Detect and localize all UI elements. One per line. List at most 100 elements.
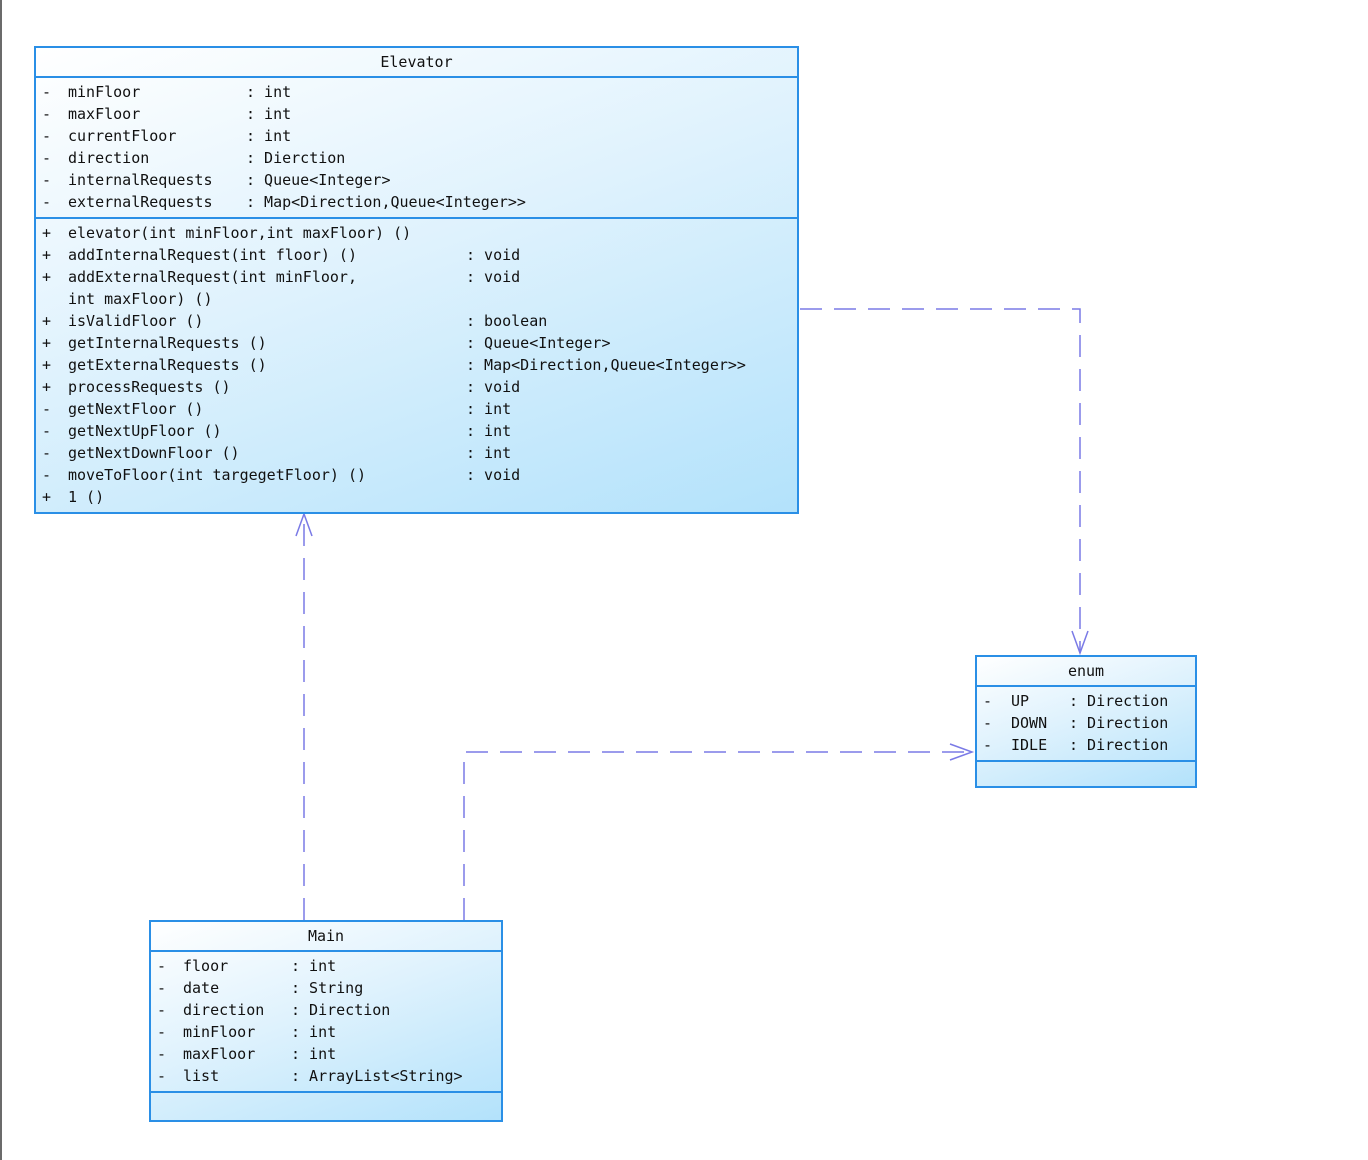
visibility-marker: - [42,105,52,123]
member-type: : ArrayList<String> [291,1067,463,1085]
visibility-marker: - [983,736,993,754]
member-type: : Queue<Integer> [466,334,611,352]
visibility-marker: - [42,466,52,484]
visibility-marker: - [42,422,52,440]
member-type: : int [246,127,292,145]
window-frame-edge [0,0,2,1160]
class-box-enum[interactable]: enum -UP: Direction-DOWN: Direction-IDLE… [975,655,1197,788]
member-type: : int [466,444,512,462]
visibility-marker: - [42,400,52,418]
visibility-marker: + [42,312,52,330]
visibility-marker: + [42,268,52,286]
class-attributes-elevator: -minFloor: int-maxFloor: int-currentFloo… [36,78,797,219]
member-row[interactable]: -minFloor : int [151,1021,501,1043]
member-row[interactable]: -currentFloor : int [36,125,797,147]
member-type: : int [246,83,292,101]
class-operations-elevator: +elevator(int minFloor,int maxFloor) ()+… [36,219,797,512]
member-name: floor [183,957,229,975]
class-attributes-main: -floor: int-date: String-direction: Dire… [151,952,501,1093]
open-arrowhead [1071,630,1089,656]
member-name: maxFloor [183,1045,256,1063]
class-title-enum: enum [977,657,1195,687]
member-name: elevator(int minFloor,int maxFloor) () [68,224,412,242]
member-type: : void [466,378,521,396]
visibility-marker: - [157,957,167,975]
member-row[interactable]: +1 () [36,486,797,508]
member-row[interactable]: -direction: Direction [151,999,501,1021]
member-row[interactable]: -maxFloor: int [36,103,797,125]
member-row[interactable]: + isValidFloor () : boolean [36,310,797,332]
member-row[interactable]: +elevator(int minFloor,int maxFloor) () [36,222,797,244]
visibility-marker: + [42,356,52,374]
member-row[interactable]: -maxFloor: int [151,1043,501,1065]
member-row[interactable]: -getNextFloor () : int [36,398,797,420]
member-type: : Direction [1069,736,1169,754]
member-name: list [183,1067,220,1085]
class-box-main[interactable]: Main -floor: int-date: String-direction:… [149,920,503,1122]
class-title-main: Main [151,922,501,952]
dependency-elevator-to-enum[interactable] [800,308,1081,653]
member-name: processRequests () [68,378,231,396]
member-name: minFloor [183,1023,256,1041]
member-type: : Queue<Integer> [246,171,391,189]
visibility-marker: - [983,692,993,710]
visibility-marker: - [157,1023,167,1041]
member-name: getNextUpFloor () [68,422,222,440]
member-row[interactable]: + processRequests () : void [36,376,797,398]
member-name: currentFloor [68,127,177,145]
visibility-marker: - [983,714,993,732]
member-row[interactable]: -internalRequests : Queue<Integer> [36,169,797,191]
member-row[interactable]: -externalRequests: Map<Direction,Queue<I… [36,191,797,213]
member-type: : int [466,400,512,418]
visibility-marker: - [42,444,52,462]
member-type: : void [466,268,521,286]
visibility-marker: + [42,378,52,396]
class-operations-enum [977,762,1195,769]
member-type: : String [291,979,364,997]
open-arrowhead [295,511,313,537]
member-name: getNextFloor () [68,400,204,418]
member-name-continuation: int maxFloor) () [68,290,213,308]
member-row[interactable]: -floor: int [151,955,501,977]
dependency-main-to-enum[interactable] [463,751,972,920]
visibility-marker: + [42,488,52,506]
class-attributes-enum: -UP: Direction-DOWN: Direction-IDLE: Dir… [977,687,1195,762]
member-type: : Dierction [246,149,346,167]
member-row[interactable]: -moveToFloor(int targegetFloor) (): void [36,464,797,486]
visibility-marker: - [157,979,167,997]
visibility-marker: + [42,334,52,352]
member-row[interactable]: -direction: Dierction [36,147,797,169]
visibility-marker: - [157,1001,167,1019]
member-name: getNextDownFloor () [68,444,240,462]
member-name: date [183,979,220,997]
member-row[interactable]: -getNextUpFloor (): int [36,420,797,442]
member-row[interactable]: +getExternalRequests (): Map<Direction,Q… [36,354,797,376]
member-row[interactable]: -date : String [151,977,501,999]
member-type: : int [291,1023,337,1041]
member-row[interactable]: -IDLE: Direction [977,734,1195,756]
visibility-marker: - [42,193,52,211]
member-row[interactable]: -UP: Direction [977,690,1195,712]
member-row[interactable]: -minFloor: int [36,81,797,103]
member-row[interactable]: + getInternalRequests () : Queue<Integer> [36,332,797,354]
member-type: : Direction [1069,692,1169,710]
visibility-marker: - [42,171,52,189]
visibility-marker: - [42,83,52,101]
member-row[interactable]: -getNextDownFloor () : int [36,442,797,464]
visibility-marker: - [42,127,52,145]
member-row[interactable]: -list: ArrayList<String> [151,1065,501,1087]
class-box-elevator[interactable]: Elevator -minFloor: int-maxFloor: int-cu… [34,46,799,514]
class-operations-main [151,1093,501,1100]
member-name: maxFloor [68,105,141,123]
member-row[interactable]: -DOWN: Direction [977,712,1195,734]
member-type: : boolean [466,312,548,330]
member-row[interactable]: +addInternalRequest(int floor) (): void [36,244,797,266]
member-type: : Map<Direction,Queue<Integer>> [246,193,526,211]
member-type: : int [291,1045,337,1063]
member-name: isValidFloor () [68,312,204,330]
member-name: getInternalRequests () [68,334,267,352]
member-name: internalRequests [68,171,213,189]
member-type: : Direction [1069,714,1169,732]
